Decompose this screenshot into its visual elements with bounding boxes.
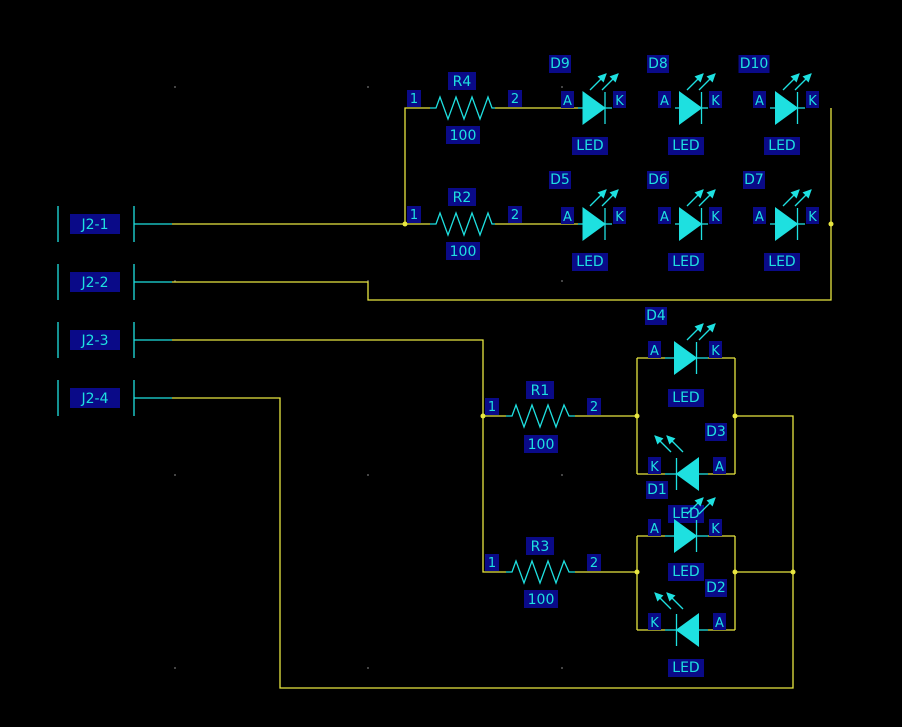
pin-label: J2-4	[81, 391, 109, 407]
resistor-r2: 1 2 R2 100	[407, 188, 522, 260]
pin-label: J2-1	[81, 217, 109, 233]
resistor-ref: R4	[453, 74, 472, 90]
led-type-label: LED	[672, 390, 699, 406]
svg-text:K: K	[808, 94, 817, 109]
light-emission-icon	[686, 323, 716, 341]
svg-text:A: A	[660, 94, 669, 109]
svg-text:A: A	[755, 210, 764, 225]
wire-right-rail	[172, 108, 832, 301]
connector-pin-2: J2-2	[57, 264, 172, 300]
svg-text:1: 1	[410, 92, 418, 107]
light-emission-icon	[589, 189, 619, 207]
resistor-r3: 1 2 R3 100	[485, 537, 601, 608]
led-ref: D6	[648, 172, 668, 188]
svg-text:K: K	[615, 210, 624, 225]
led-ref: D8	[648, 56, 668, 72]
svg-text:K: K	[711, 522, 720, 537]
svg-text:A: A	[755, 94, 764, 109]
resistor-value: 100	[450, 244, 477, 260]
resistor-value: 100	[450, 128, 477, 144]
svg-text:A: A	[650, 344, 659, 359]
svg-text:A: A	[650, 522, 659, 537]
svg-text:A: A	[563, 210, 572, 225]
svg-text:2: 2	[511, 92, 519, 107]
svg-text:K: K	[615, 94, 624, 109]
led-type-label: LED	[576, 254, 603, 270]
connector-j2: J2-1 J2-2 J2-3 J2-4	[57, 206, 172, 416]
light-emission-icon	[654, 592, 684, 610]
svg-text:K: K	[650, 616, 659, 631]
svg-text:K: K	[650, 460, 659, 475]
led-ref: D1	[647, 482, 667, 498]
led-type-label: LED	[768, 254, 795, 270]
led-ref: D10	[740, 56, 769, 72]
wire-r4-left	[404, 107, 430, 224]
led-ref: D4	[646, 308, 666, 324]
svg-text:A: A	[715, 616, 724, 631]
connector-pin-1: J2-1	[57, 206, 172, 242]
connector-pin-4: J2-4	[57, 380, 172, 416]
svg-text:K: K	[808, 210, 817, 225]
svg-text:K: K	[711, 344, 720, 359]
led-type-label: LED	[672, 506, 699, 522]
resistor-r4: 1 2 R4 100	[407, 72, 522, 144]
light-emission-icon	[589, 73, 619, 91]
connector-pin-3: J2-3	[57, 322, 172, 358]
led-ref: D7	[744, 172, 764, 188]
light-emission-icon	[686, 189, 716, 207]
wires	[172, 107, 832, 689]
led-ref: D5	[550, 172, 570, 188]
led-ref: D3	[706, 424, 726, 440]
led-type-label: LED	[672, 660, 699, 676]
svg-text:A: A	[563, 94, 572, 109]
svg-text:A: A	[660, 210, 669, 225]
light-emission-icon	[654, 435, 684, 453]
svg-text:1: 1	[488, 400, 496, 415]
resistor-ref: R3	[531, 539, 550, 555]
junctions	[402, 221, 834, 575]
grid-dots	[174, 86, 563, 669]
resistor-value: 100	[528, 592, 555, 608]
svg-text:2: 2	[590, 556, 598, 571]
pin-label: J2-3	[81, 333, 109, 349]
led-type-label: LED	[768, 138, 795, 154]
svg-text:A: A	[715, 460, 724, 475]
svg-text:K: K	[711, 94, 720, 109]
svg-text:K: K	[711, 210, 720, 225]
resistor-ref: R2	[453, 190, 472, 206]
wire-j2-3	[172, 339, 506, 573]
svg-text:1: 1	[410, 208, 418, 223]
light-emission-icon	[782, 73, 812, 91]
resistor-ref: R1	[531, 383, 550, 399]
pin-label: J2-2	[81, 275, 109, 291]
svg-text:2: 2	[590, 400, 598, 415]
led-type-label: LED	[672, 564, 699, 580]
light-emission-icon	[782, 189, 812, 207]
led-type-label: LED	[672, 138, 699, 154]
light-emission-icon	[686, 497, 716, 515]
light-emission-icon	[686, 73, 716, 91]
led-type-label: LED	[576, 138, 603, 154]
led-type-label: LED	[672, 254, 699, 270]
led-ref: D2	[706, 580, 726, 596]
wire-bridge1-out	[172, 397, 794, 689]
resistor-r1: 1 2 R1 100	[485, 381, 601, 453]
led-ref: D9	[550, 56, 570, 72]
svg-text:2: 2	[511, 208, 519, 223]
svg-text:1: 1	[488, 556, 496, 571]
resistor-value: 100	[528, 437, 555, 453]
